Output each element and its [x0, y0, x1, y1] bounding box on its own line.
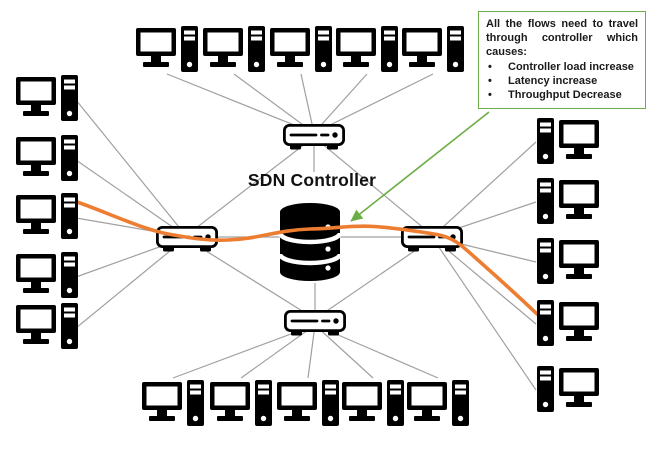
- annotation-box: All the flows need to travel through con…: [478, 11, 646, 109]
- computer-icon: [537, 118, 599, 164]
- computer-icon: [402, 26, 464, 72]
- switch-icon-top: [282, 124, 346, 151]
- bullet-icon: •: [488, 61, 492, 73]
- computer-icon: [537, 178, 599, 224]
- computer-icon: [210, 380, 272, 426]
- host-group-bottom: [142, 380, 469, 426]
- bullet-icon: •: [488, 75, 492, 87]
- computer-icon: [16, 252, 78, 298]
- computer-icon: [16, 135, 78, 181]
- computer-icon: [537, 238, 599, 284]
- computer-icon: [537, 300, 599, 346]
- computer-icon: [16, 75, 78, 121]
- annotation-text: All the flows need to travel through con…: [486, 18, 638, 58]
- host-group-right: [537, 118, 599, 412]
- annotation-bullet-label: Latency increase: [508, 75, 598, 87]
- controller-database-icon: [277, 203, 343, 281]
- annotation-arrow: [350, 111, 490, 222]
- computer-icon: [136, 26, 198, 72]
- annotation-bullet: • Throughput Decrease: [486, 88, 638, 102]
- bullet-icon: •: [488, 89, 492, 101]
- flow-path-line: [72, 199, 539, 316]
- computer-icon: [203, 26, 265, 72]
- computer-icon: [16, 303, 78, 349]
- annotation-bullet: • Controller load increase: [486, 60, 638, 74]
- computer-icon: [142, 380, 204, 426]
- annotation-bullet-label: Controller load increase: [508, 61, 634, 73]
- annotation-bullet: • Latency increase: [486, 74, 638, 88]
- computer-icon: [270, 26, 332, 72]
- host-group-left: [16, 75, 78, 349]
- network-links: [75, 73, 537, 391]
- computer-icon: [342, 380, 404, 426]
- switch-icon-bottom: [283, 309, 347, 337]
- computer-icon: [336, 26, 398, 72]
- computer-icon: [16, 193, 78, 239]
- computer-icon: [407, 380, 469, 426]
- computer-icon: [537, 366, 599, 412]
- host-group-top: [136, 26, 464, 72]
- controller-label: SDN Controller: [247, 170, 377, 190]
- computer-icon: [277, 380, 339, 426]
- annotation-bullet-label: Throughput Decrease: [508, 89, 622, 101]
